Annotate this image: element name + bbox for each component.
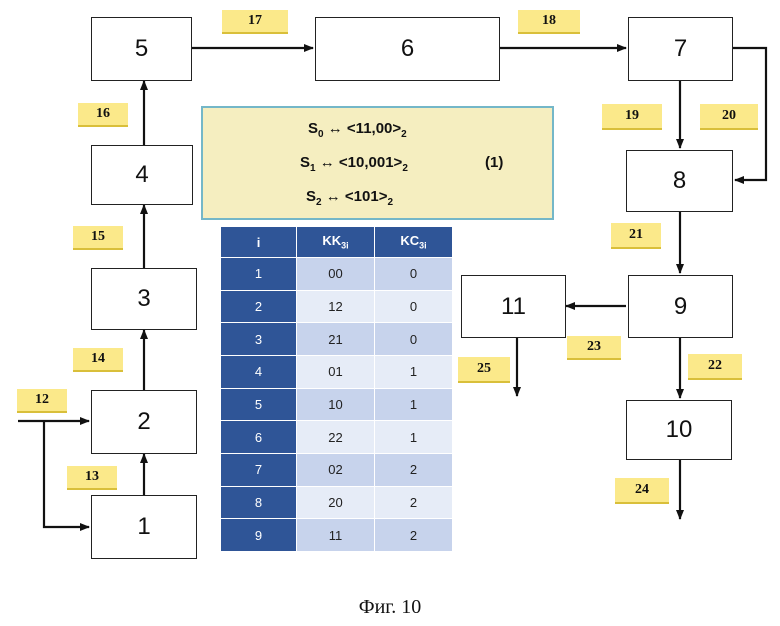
cell-kc: 1 [375,355,453,388]
cell-i: 7 [221,453,297,486]
signal-tag-25: 25 [458,357,510,383]
table-row: 9112 [221,519,453,552]
signal-tag-14: 14 [73,348,123,372]
block-2: 2 [91,390,197,454]
cell-kk: 21 [297,323,375,356]
formula-s2: S2 ↔ <101>2 [306,188,393,208]
signal-tag-15: 15 [73,226,123,250]
cell-kc: 1 [375,388,453,421]
signal-tag-16: 16 [78,103,128,127]
cell-i: 8 [221,486,297,519]
block-6: 6 [315,17,500,81]
signal-tag-13: 13 [67,466,117,490]
block-10: 10 [626,400,732,460]
cell-kk: 10 [297,388,375,421]
table-row: 2120 [221,290,453,323]
code-table-body: 100021203210401151016221702282029112 [221,258,453,552]
code-table-header: i KK3i KC3i [221,227,453,258]
cell-kk: 22 [297,421,375,454]
signal-tag-18: 18 [518,10,580,34]
table-row: 3210 [221,323,453,356]
cell-kc: 0 [375,323,453,356]
cell-kc: 0 [375,258,453,291]
cell-i: 6 [221,421,297,454]
formula-s1: S1 ↔ <10,001>2 [300,154,408,174]
cell-kc: 2 [375,486,453,519]
cell-i: 2 [221,290,297,323]
table-row: 7022 [221,453,453,486]
block-8: 8 [626,150,733,212]
signal-tag-17: 17 [222,10,288,34]
table-row: 8202 [221,486,453,519]
signal-tag-24: 24 [615,478,669,504]
cell-i: 9 [221,519,297,552]
cell-kk: 20 [297,486,375,519]
block-11: 11 [461,275,566,338]
code-table: i KK3i KC3i 1000212032104011510162217022… [220,226,453,552]
table-row: 6221 [221,421,453,454]
cell-kc: 0 [375,290,453,323]
table-row: 4011 [221,355,453,388]
header-kc: KC3i [375,227,453,258]
signal-tag-21: 21 [611,223,661,249]
cell-i: 3 [221,323,297,356]
cell-i: 4 [221,355,297,388]
header-i: i [221,227,297,258]
cell-kk: 12 [297,290,375,323]
cell-kk: 01 [297,355,375,388]
header-kk: KK3i [297,227,375,258]
cell-kk: 11 [297,519,375,552]
table-row: 1000 [221,258,453,291]
cell-kc: 1 [375,421,453,454]
block-7: 7 [628,17,733,81]
signal-tag-22: 22 [688,354,742,380]
table-row: 5101 [221,388,453,421]
formula-box: S0 ↔ <11,00>2 S1 ↔ <10,001>2 (1) S2 ↔ <1… [201,106,554,220]
signal-tag-19: 19 [602,104,662,130]
signal-tag-12: 12 [17,389,67,413]
signal-tag-20: 20 [700,104,758,130]
block-5: 5 [91,17,192,81]
cell-kk: 00 [297,258,375,291]
block-3: 3 [91,268,197,330]
cell-i: 5 [221,388,297,421]
figure-caption: Фиг. 10 [0,596,780,619]
cell-kc: 2 [375,519,453,552]
formula-s0: S0 ↔ <11,00>2 [308,120,407,140]
block-9: 9 [628,275,733,338]
cell-kk: 02 [297,453,375,486]
block-4: 4 [91,145,193,205]
cell-kc: 2 [375,453,453,486]
formula-number: (1) [485,154,503,171]
cell-i: 1 [221,258,297,291]
block-1: 1 [91,495,197,559]
signal-tag-23: 23 [567,336,621,360]
